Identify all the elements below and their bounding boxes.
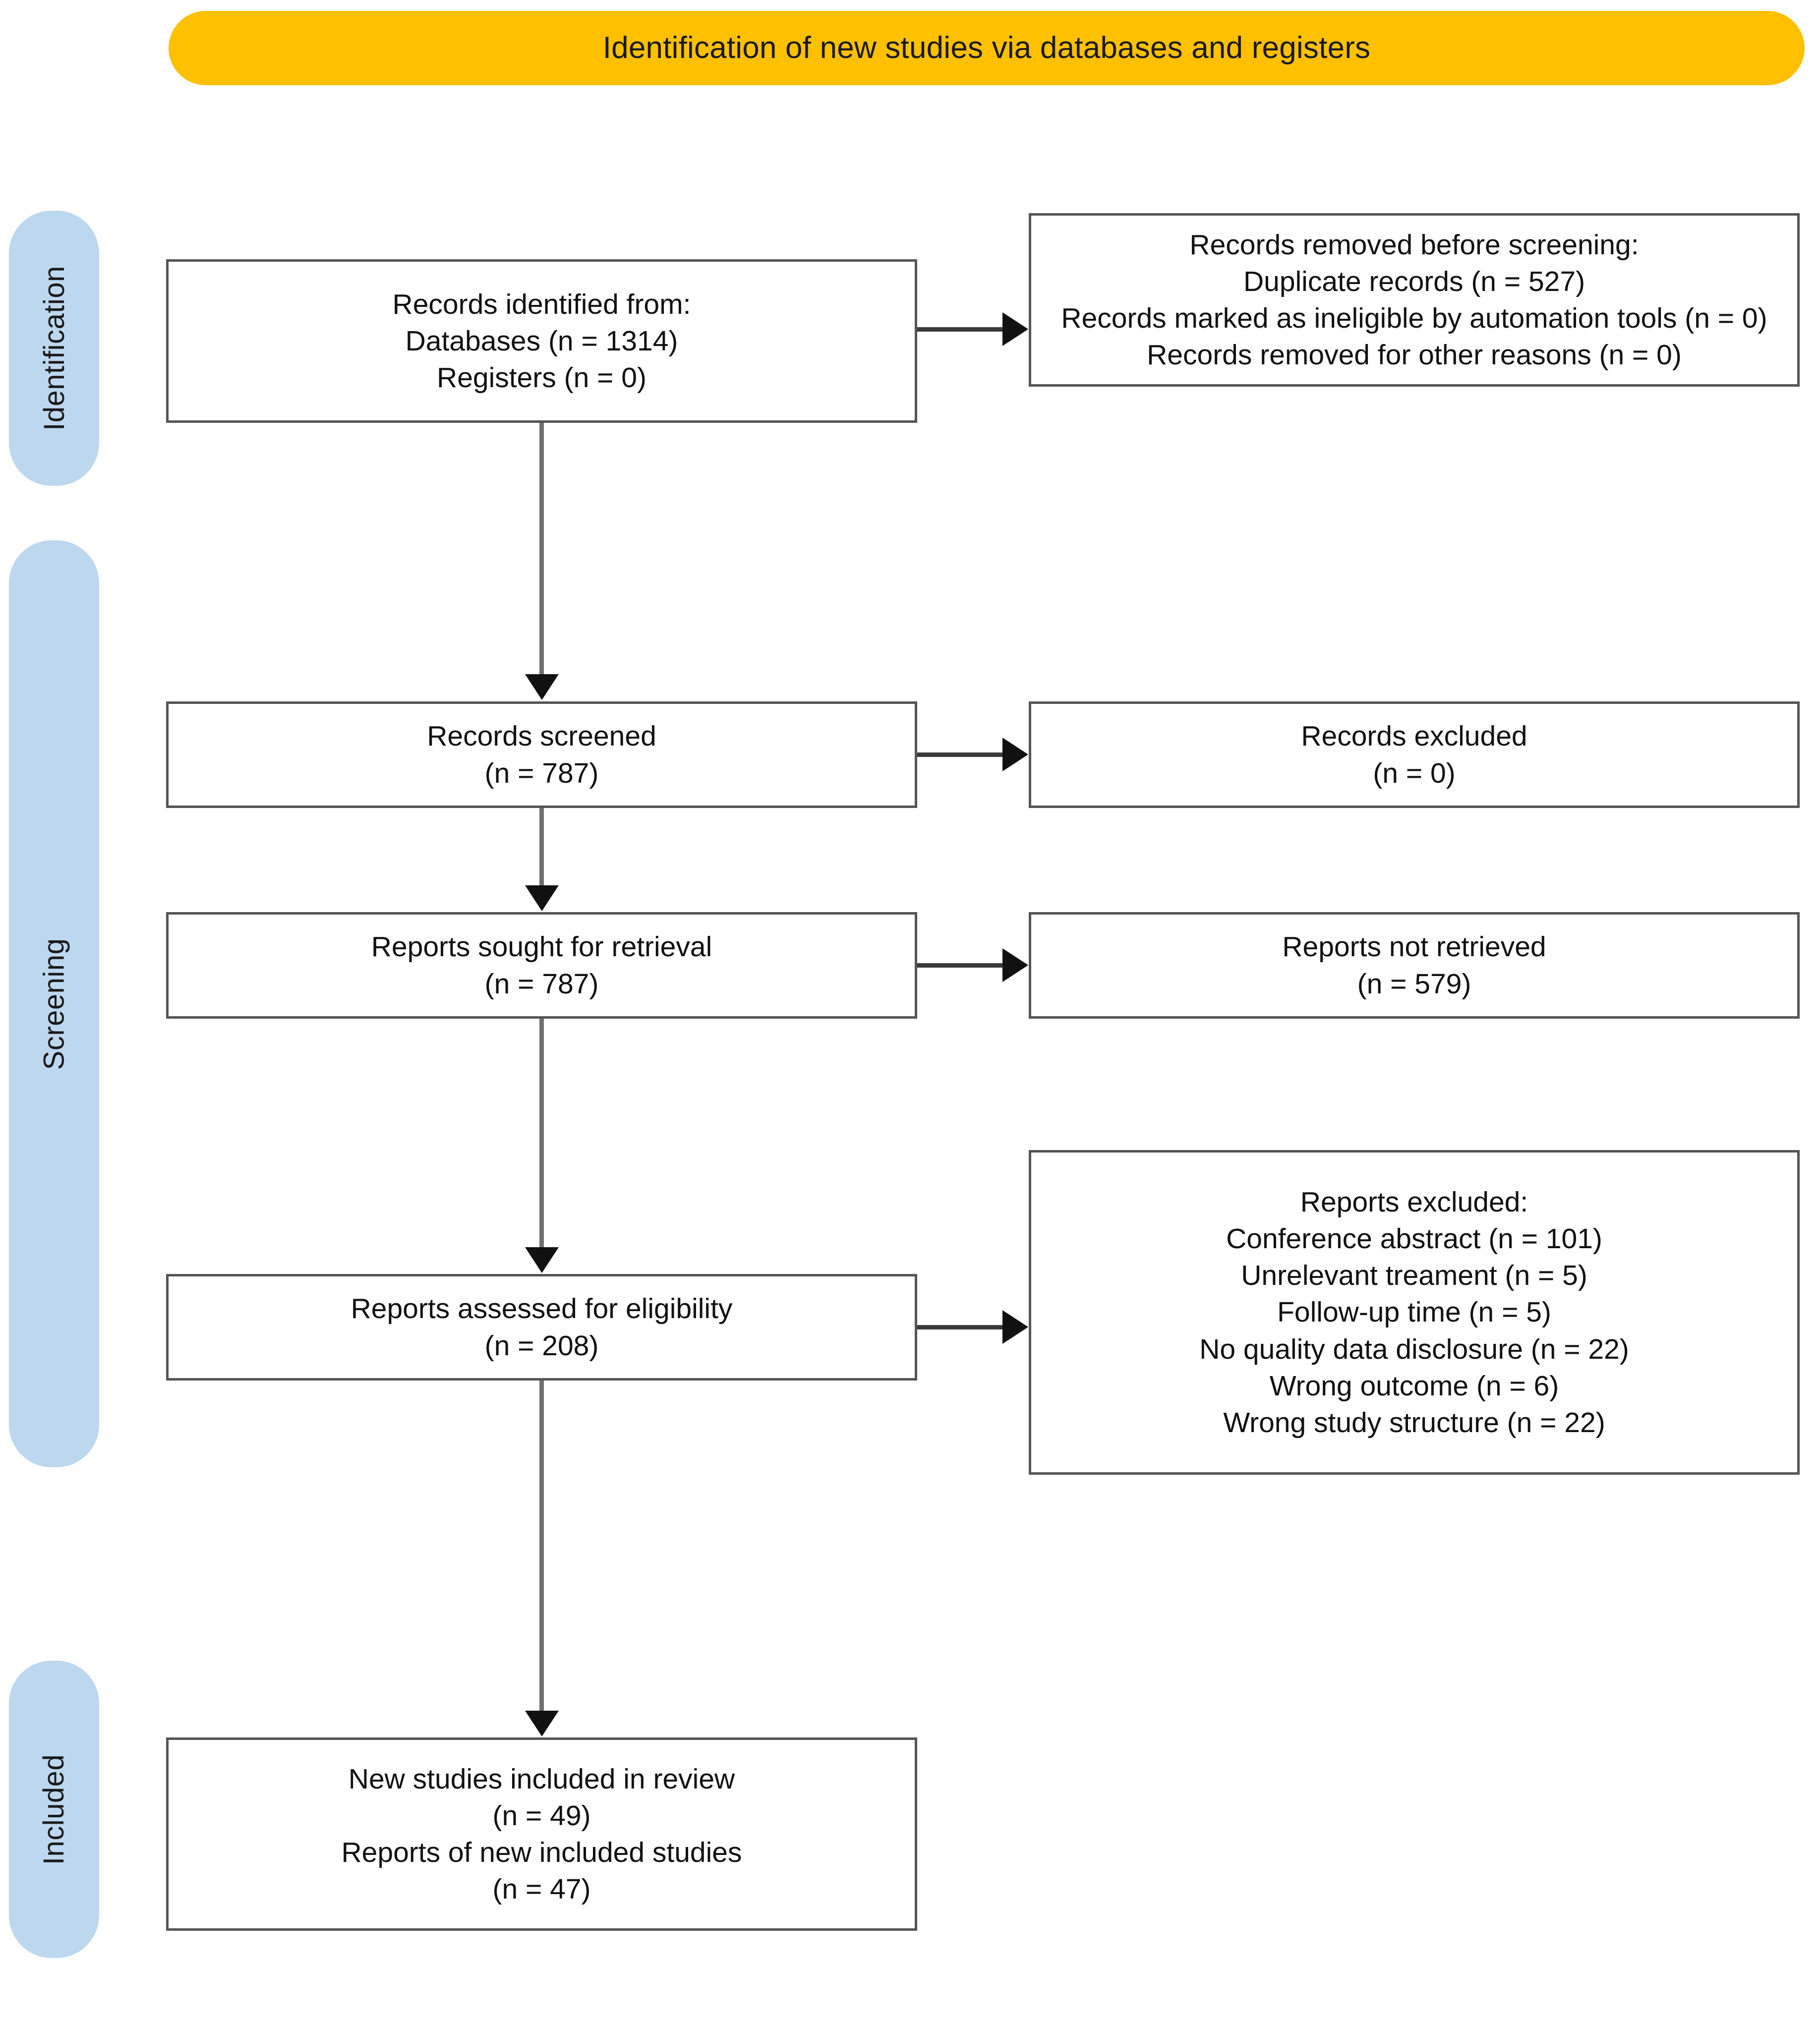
box-line: Records removed before screening:	[1189, 229, 1639, 261]
box-line: Reports sought for retrieval	[371, 931, 712, 963]
arrow-right-icon	[1002, 738, 1028, 771]
box-line: Records excluded	[1301, 720, 1527, 752]
box-line: Unrelevant treament (n = 5)	[1241, 1260, 1587, 1292]
connector-sought-to-not-retrieved	[917, 963, 1005, 968]
arrow-down-icon	[525, 1247, 559, 1273]
box-line: (n = 787)	[484, 968, 599, 1000]
arrow-down-icon	[525, 674, 559, 700]
box-line: Records marked as ineligible by automati…	[1061, 302, 1767, 334]
connector-screened-to-excluded	[917, 752, 1005, 757]
box-records-removed-before-screening: Records removed before screening: Duplic…	[1029, 213, 1800, 387]
box-line: Registers (n = 0)	[437, 362, 646, 394]
box-line: (n = 49)	[492, 1799, 591, 1832]
box-line: Wrong outcome (n = 6)	[1269, 1370, 1559, 1402]
stage-tab-identification: Identification	[9, 211, 99, 486]
stage-tab-included: Included	[9, 1661, 99, 1958]
arrow-down-icon	[525, 885, 559, 911]
box-line: Reports of new included studies	[341, 1837, 742, 1868]
box-line: (n = 579)	[1357, 968, 1471, 1000]
box-reports-not-retrieved: Reports not retrieved (n = 579)	[1029, 912, 1800, 1019]
box-line: (n = 787)	[484, 757, 599, 789]
box-line: Conference abstract (n = 101)	[1226, 1223, 1602, 1255]
box-line: Records screened	[427, 720, 656, 752]
stage-tab-screening: Screening	[9, 540, 99, 1467]
box-line: Reports not retrieved	[1282, 931, 1546, 963]
diagram-header-banner: Identification of new studies via databa…	[169, 11, 1805, 85]
arrow-right-icon	[1002, 948, 1028, 982]
box-line: No quality data disclosure (n = 22)	[1199, 1333, 1629, 1365]
box-records-identified: Records identified from: Databases (n = …	[166, 259, 917, 423]
arrow-down-icon	[525, 1711, 559, 1736]
connector-screened-to-sought	[539, 808, 544, 887]
box-reports-excluded: Reports excluded: Conference abstract (n…	[1029, 1150, 1800, 1475]
box-line: Reports excluded:	[1300, 1186, 1528, 1218]
box-line: (n = 208)	[484, 1329, 599, 1362]
connector-sought-to-assessed	[539, 1019, 544, 1249]
box-line: Databases (n = 1314)	[405, 325, 678, 357]
box-line: (n = 0)	[1373, 757, 1456, 789]
box-line: Wrong study structure (n = 22)	[1223, 1406, 1605, 1439]
box-records-excluded: Records excluded (n = 0)	[1029, 701, 1800, 808]
box-line: (n = 47)	[492, 1873, 591, 1905]
box-new-studies-included: New studies included in review (n = 49) …	[166, 1737, 917, 1931]
connector-identified-to-removed	[917, 327, 1005, 332]
box-reports-assessed-for-eligibility: Reports assessed for eligibility (n = 20…	[166, 1274, 917, 1381]
stage-tab-screening-label: Screening	[38, 938, 70, 1070]
box-line: Reports assessed for eligibility	[351, 1293, 733, 1325]
box-line: Records identified from:	[392, 288, 691, 320]
box-line: New studies included in review	[348, 1763, 735, 1795]
box-line: Follow-up time (n = 5)	[1277, 1296, 1551, 1328]
stage-tab-identification-label: Identification	[38, 266, 70, 431]
box-line: Duplicate records (n = 527)	[1243, 265, 1585, 297]
connector-assessed-to-included	[539, 1381, 544, 1713]
arrow-right-icon	[1002, 312, 1028, 346]
stage-tab-included-label: Included	[38, 1754, 70, 1865]
diagram-header-title: Identification of new studies via databa…	[602, 30, 1371, 65]
arrow-right-icon	[1002, 1310, 1028, 1344]
box-reports-sought-for-retrieval: Reports sought for retrieval (n = 787)	[166, 912, 917, 1019]
connector-identified-to-screened	[539, 423, 544, 677]
box-line: Records removed for other reasons (n = 0…	[1147, 339, 1682, 371]
box-records-screened: Records screened (n = 787)	[166, 701, 917, 808]
connector-assessed-to-reports-excluded	[917, 1325, 1005, 1329]
